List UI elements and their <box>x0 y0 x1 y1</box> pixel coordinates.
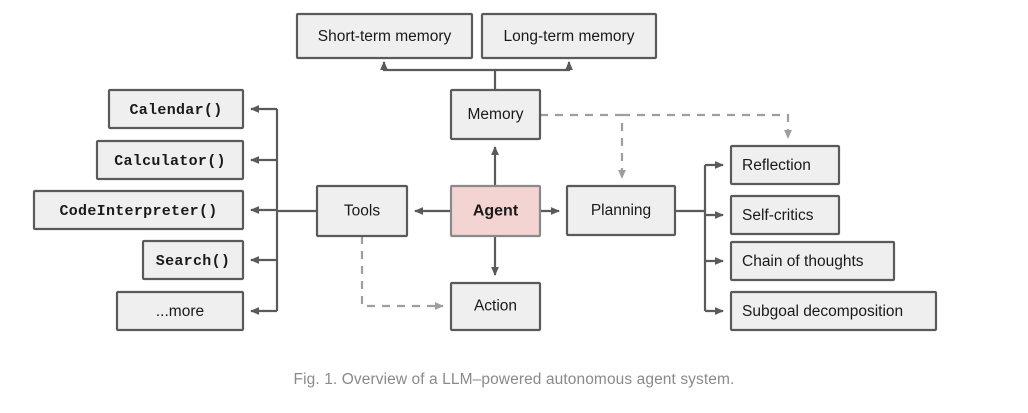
strategy-self-critics-label: Self-critics <box>742 207 814 224</box>
node-tool-more[interactable]: ...more <box>115 290 245 332</box>
node-memory[interactable]: Memory <box>449 88 542 141</box>
tool-codeinterpreter-label: CodeInterpreter() <box>59 203 217 220</box>
tool-more-box[interactable] <box>115 290 245 332</box>
action-box[interactable] <box>449 281 542 332</box>
node-planning[interactable]: Planning <box>565 184 677 237</box>
strategy-subgoal-decomposition-box[interactable] <box>729 290 938 332</box>
strategy-subgoal-decomposition-label: Subgoal decomposition <box>742 303 903 320</box>
node-tools[interactable]: Tools <box>315 184 409 238</box>
strategy-reflection-label: Reflection <box>742 157 811 174</box>
strategy-reflection-box[interactable] <box>729 144 841 186</box>
short-term-memory-box[interactable] <box>295 12 474 60</box>
tool-calendar-label: Calendar() <box>129 102 222 119</box>
memory-box[interactable] <box>449 88 542 141</box>
node-strategy-subgoal-decomposition[interactable]: Subgoal decomposition <box>729 290 938 332</box>
node-strategy-self-critics[interactable]: Self-critics <box>729 194 841 236</box>
edge-memory-to-short-term-memory <box>380 61 497 90</box>
tool-search-label: Search() <box>156 253 230 270</box>
tool-calculator-label: Calculator() <box>114 153 226 170</box>
figure-caption: Fig. 1. Overview of a LLM–powered autono… <box>293 371 735 388</box>
node-tool-search[interactable]: Search() <box>141 239 245 281</box>
tool-calculator-box[interactable] <box>95 139 245 181</box>
strategy-chain-of-thoughts-label: Chain of thoughts <box>742 253 864 270</box>
planning-label: Planning <box>591 202 651 219</box>
memory-label: Memory <box>468 106 524 123</box>
long-term-memory-label: Long-term memory <box>504 28 635 45</box>
strategy-chain-of-thoughts-box[interactable] <box>729 240 896 282</box>
edge-memory-to-reflection-dashed <box>622 113 792 139</box>
tool-calendar-box[interactable] <box>107 88 245 130</box>
tool-search-box[interactable] <box>141 239 245 281</box>
edge-memory-to-long-term-memory <box>495 61 573 72</box>
planning-box[interactable] <box>565 184 677 237</box>
edges-layer <box>250 61 792 315</box>
node-agent[interactable]: Agent <box>449 184 542 238</box>
tools-box[interactable] <box>315 184 409 238</box>
tool-codeinterpreter-box[interactable] <box>32 189 245 231</box>
tool-more-label: ...more <box>156 303 204 320</box>
agent-box[interactable] <box>449 184 542 238</box>
long-term-memory-box[interactable] <box>480 12 658 60</box>
strategy-self-critics-box[interactable] <box>729 194 841 236</box>
node-tool-calendar[interactable]: Calendar() <box>107 88 245 130</box>
short-term-memory-label: Short-term memory <box>318 28 452 45</box>
agent-label: Agent <box>473 203 519 220</box>
node-strategy-chain-of-thoughts[interactable]: Chain of thoughts <box>729 240 896 282</box>
node-action[interactable]: Action <box>449 281 542 332</box>
node-short-term-memory[interactable]: Short-term memory <box>295 12 474 60</box>
node-tool-calculator[interactable]: Calculator() <box>95 139 245 181</box>
edge-memory-to-planning-dashed <box>540 113 626 179</box>
node-tool-codeinterpreter[interactable]: CodeInterpreter() <box>32 189 245 231</box>
action-label: Action <box>474 298 517 315</box>
edge-tools-to-action-dashed <box>360 236 444 310</box>
node-strategy-reflection[interactable]: Reflection <box>729 144 841 186</box>
tools-label: Tools <box>344 203 380 220</box>
node-long-term-memory[interactable]: Long-term memory <box>480 12 658 60</box>
